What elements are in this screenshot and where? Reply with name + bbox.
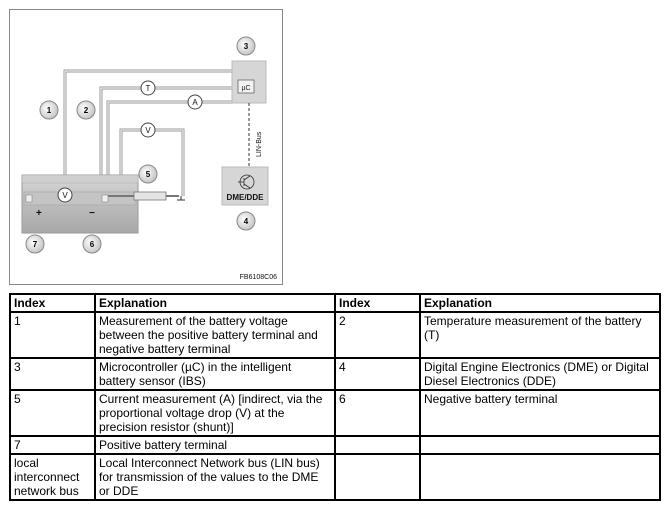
index-cell: 5 (9, 389, 96, 437)
svg-text:5: 5 (146, 170, 151, 179)
table-row: 3 Microcontroller (µC) in the intelligen… (9, 357, 661, 391)
microcontroller-label: µC (241, 85, 250, 92)
header-index-1: Index (9, 293, 96, 313)
index-cell (334, 453, 421, 501)
header-explanation-1: Explanation (94, 293, 336, 313)
explanation-cell (419, 453, 661, 501)
explanation-cell: Current measurement (A) [indirect, via t… (94, 389, 336, 437)
header-explanation-2: Explanation (419, 293, 661, 313)
svg-text:T: T (146, 84, 151, 93)
index-cell: 4 (334, 357, 421, 391)
ibs-diagram: µC DME/DDE LIN-Bus + − T A (9, 9, 283, 285)
explanation-cell: Negative battery terminal (419, 389, 661, 437)
callout-3: 3 (236, 36, 256, 56)
index-cell: 1 (9, 311, 96, 359)
callout-7: 7 (25, 234, 45, 254)
svg-text:6: 6 (90, 240, 95, 249)
index-cell: 6 (334, 389, 421, 437)
svg-text:V: V (62, 191, 68, 200)
table-row: 5 Current measurement (A) [indirect, via… (9, 389, 661, 437)
table-row: 1 Measurement of the battery voltage bet… (9, 311, 661, 359)
lin-bus-label: LIN-Bus (256, 131, 263, 157)
positive-terminal (25, 194, 33, 203)
negative-terminal (101, 194, 109, 203)
figure-frame (9, 9, 283, 285)
minus-sign: − (89, 208, 95, 219)
callout-4: 4 (236, 211, 256, 231)
index-cell (334, 435, 421, 455)
table-header-row: Index Explanation Index Explanation (9, 293, 661, 313)
callout-5: 5 (138, 164, 158, 184)
svg-text:A: A (192, 98, 198, 107)
dme-box (221, 166, 269, 206)
microcontroller-chip (237, 79, 255, 94)
svg-text:4: 4 (244, 217, 249, 226)
plus-sign: + (36, 208, 42, 219)
callout-2: 2 (76, 100, 96, 120)
index-cell: local interconnect network bus (9, 453, 96, 501)
svg-text:V: V (145, 126, 151, 135)
shunt-resistor (133, 191, 167, 201)
figure-code: FB6108C06 (240, 274, 277, 281)
table-row: 7 Positive battery terminal (9, 435, 661, 455)
callout-6: 6 (82, 234, 102, 254)
explanation-cell: Temperature measurement of the battery (… (419, 311, 661, 359)
current-measure: A (187, 94, 203, 110)
callout-1: 1 (39, 100, 59, 120)
shunt-voltage-measure: V (140, 122, 156, 138)
dme-label: DME/DDE (227, 193, 265, 202)
svg-text:3: 3 (244, 42, 249, 51)
explanation-cell: Microcontroller (µC) in the intelligent … (94, 357, 336, 391)
index-cell: 3 (9, 357, 96, 391)
explanation-cell: Positive battery terminal (94, 435, 336, 455)
battery-voltage-measure: V (57, 187, 73, 203)
temperature-measure: T (140, 80, 156, 96)
table-row: local interconnect network bus Local Int… (9, 453, 661, 501)
explanation-cell: Local Interconnect Network bus (LIN bus)… (94, 453, 336, 501)
svg-text:7: 7 (33, 240, 38, 249)
explanation-cell: Measurement of the battery voltage betwe… (94, 311, 336, 359)
explanation-cell (419, 435, 661, 455)
legend-table: Index Explanation Index Explanation 1 Me… (9, 293, 661, 501)
explanation-cell: Digital Engine Electronics (DME) or Digi… (419, 357, 661, 391)
index-cell: 7 (9, 435, 96, 455)
svg-text:1: 1 (47, 106, 52, 115)
header-index-2: Index (334, 293, 421, 313)
index-cell: 2 (334, 311, 421, 359)
svg-text:2: 2 (84, 106, 89, 115)
